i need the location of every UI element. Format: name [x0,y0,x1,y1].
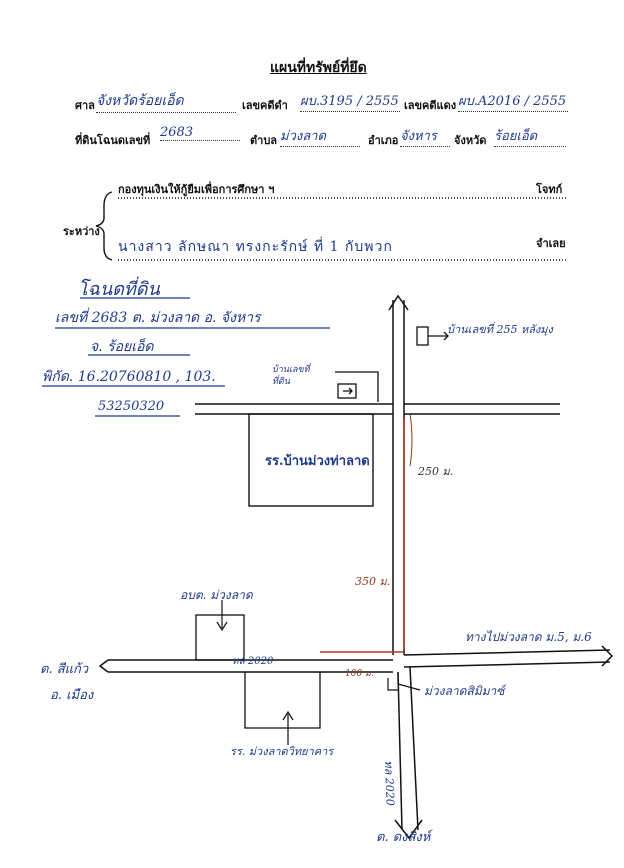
school-block [248,413,374,507]
obt-label: อบต. ม่วงลาด [180,588,253,602]
bottom-place-label: ต. ดงสิงห์ [376,830,431,845]
distance-350: 350 ม. [355,575,391,588]
defendant-name: นางสาว ลักษณา ทรงกะรักษ์ ที่ 1 กับพวก [118,239,393,255]
black-case-label: เลขคดีดำ [242,99,288,112]
notes-line3: พิกัด. 16.20760810 , 103. [42,369,216,385]
road-label-vertical: ทล 2020 [382,760,397,807]
province-value: ร้อยเอ็ด [494,125,566,147]
distance-250: 250 ม. [418,465,454,478]
plaintiff-label: โจทก์ [536,183,563,196]
notes-line2: จ. ร้อยเอ็ด [90,339,154,355]
province-label: จังหวัด [454,134,487,147]
bottom-school-block [244,672,321,729]
party-brace [95,191,113,261]
subdistrict-value: ม่วงลาด [280,125,360,147]
left-place-2: อ. เมือง [50,688,94,703]
court-label: ศาล [75,99,95,112]
red-case-label: เลขคดีแดง [404,99,457,112]
road-right-label: ทางไปม่วงลาด ม.5, ม.6 [465,630,592,644]
court-value: จังหวัดร้อยเอ็ด [96,90,236,113]
left-place-1: ต. สีแก้ว [40,662,89,677]
subdistrict-label: ตำบล [250,134,278,147]
district-label: อำเภอ [368,134,399,147]
obt-block [195,614,245,661]
district-value: จังหาร [400,125,450,147]
house-top-right-label: บ้านเลขที่ 255 หลังมุง [447,323,553,336]
page-title: แผนที่ทรัพย์ที่ยึด [270,60,367,76]
notes-heading: โฉนดที่ดิน [78,279,160,300]
notes-line1: เลขที่ 2683 ต. ม่วงลาด อ. จังหาร [55,310,261,326]
deed-label: ที่ดินโฉนดเลขที่ [75,134,151,147]
deed-value: 2683 [160,125,240,141]
red-case-value: ผบ.A2016 / 2555 [458,90,568,112]
plaintiff-name: กองทุนเงินให้กู้ยืมเพื่อการศึกษา ฯ [118,183,275,196]
defendant-label: จำเลย [536,237,566,250]
school-bottom-label: รร. ม่วงลาดวิทยาคาร [230,745,334,758]
between-label: ระหว่าง [63,225,100,238]
notes-line4: 53250320 [98,399,165,414]
black-case-value: ผบ.3195 / 2555 [300,90,400,112]
distance-100: 100 ม. [345,669,374,679]
mls-label: ม่วงลาดสิมิมาซ์ [424,684,505,698]
school-label: รร.บ้านม่วงท่าลาด [265,454,370,469]
road-label-horizontal: ทล 2020 [232,656,274,667]
house-arrow-label: บ้านเลขที่ ที่ดิน [272,365,310,387]
